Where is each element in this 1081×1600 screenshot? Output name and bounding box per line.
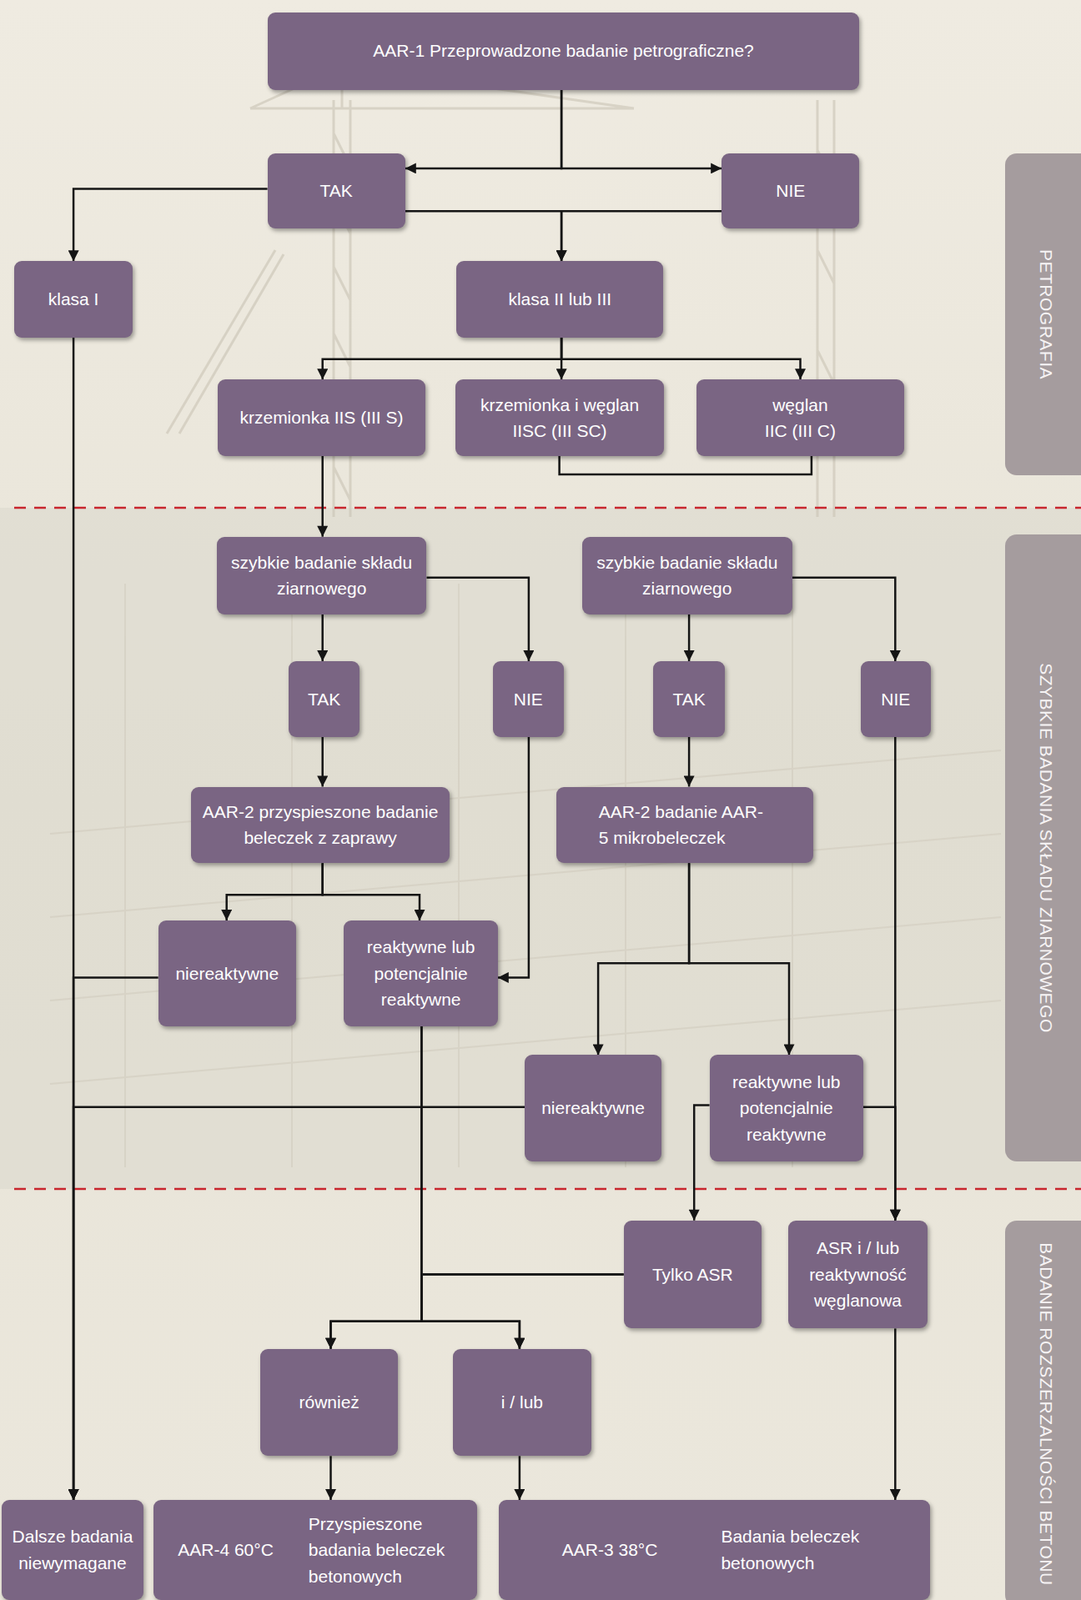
connector <box>405 90 562 169</box>
process-box: ASR i / lub reaktywność węglanowa <box>788 1221 928 1330</box>
process-box: węglan IIC (III C) <box>696 379 906 457</box>
connector <box>427 578 529 662</box>
process-box: Tylko ASR <box>623 1221 762 1330</box>
connector <box>894 737 897 1222</box>
process-box: TAK <box>653 661 725 738</box>
connector <box>73 977 159 1501</box>
process-box: klasa II lub III <box>456 261 664 338</box>
connector <box>226 863 323 921</box>
process-box: niereaktywne <box>524 1055 662 1162</box>
box-text: ASR i / lub reaktywność węglanowa <box>794 1235 921 1315</box>
connector <box>688 737 691 788</box>
connector <box>322 863 420 921</box>
section-title: SZYBKIE BADANIA SKŁADU ZIARNOWEGO <box>1033 663 1061 1034</box>
box-text: TAK <box>320 177 353 205</box>
process-box: AAR-3 38°C Badania beleczek betonowych <box>498 1500 930 1600</box>
box-text: NIE <box>880 686 911 714</box>
connector <box>561 211 722 262</box>
process-box: NIE <box>492 661 564 738</box>
box-text: AAR-1 Przeprowadzone badanie petrografic… <box>372 37 754 65</box>
process-box: klasa I <box>14 261 133 338</box>
connector <box>561 90 722 169</box>
connector <box>894 1328 897 1501</box>
box-text: węglan IIC (III C) <box>761 392 839 445</box>
section-band: PETROGRAFIA <box>1005 153 1081 477</box>
connector <box>321 737 324 788</box>
process-box: reaktywne lub potencjalnie reaktywne <box>709 1055 864 1162</box>
box-text: AAR-2 przyspieszone badanie beleczek z z… <box>197 799 443 852</box>
connector <box>518 1456 522 1501</box>
connector <box>559 456 812 475</box>
box-text: reaktywne lub potencjalnie reaktywne <box>350 934 491 1014</box>
connector <box>421 1026 520 1350</box>
process-box: NIE <box>860 661 931 738</box>
box-text: Tylko ASR <box>652 1262 734 1289</box>
box-text: Badania beleczek betonowych <box>720 1523 867 1577</box>
box-text: niereaktywne <box>541 1095 645 1122</box>
box-text: krzemionka i węglan IISC (III SC) <box>462 392 658 445</box>
connector <box>693 1105 709 1221</box>
connector <box>421 1275 624 1350</box>
process-box: i / lub <box>452 1349 591 1457</box>
connector <box>792 578 896 662</box>
process-box: AAR-4 60°C Przyspieszone badania beleczek… <box>153 1500 478 1600</box>
connector <box>405 211 562 262</box>
section-divider <box>14 507 1081 510</box>
box-text: NIE <box>775 177 805 205</box>
process-box: TAK <box>288 661 359 738</box>
connector <box>73 188 268 262</box>
box-text: Przyspieszone badania beleczek betonowyc… <box>308 1511 453 1591</box>
connector <box>329 1456 332 1501</box>
box-text: AAR-4 60°C <box>177 1537 274 1564</box>
box-text: Dalsze badania niewymagane <box>8 1523 138 1577</box>
box-text: AAR-2 badanie AAR-5 mikrobeleczek <box>598 799 772 852</box>
box-text: TAK <box>672 686 705 714</box>
box-text: klasa I <box>48 286 100 313</box>
section-band: BADANIE ROZSZERZALNOŚCI BETONU <box>1005 1221 1081 1600</box>
process-box: Dalsze badania niewymagane <box>1 1500 145 1600</box>
connector <box>331 1026 423 1350</box>
section-title: BADANIE ROZSZERZALNOŚCI BETONU <box>1033 1242 1061 1586</box>
connector <box>331 1275 624 1350</box>
connector <box>598 863 689 1056</box>
building-grid <box>50 583 1001 1168</box>
connector <box>321 614 324 662</box>
box-text: NIE <box>513 686 544 714</box>
box-text: reaktywne lub potencjalnie reaktywne <box>716 1069 857 1149</box>
section-title: PETROGRAFIA <box>1033 249 1061 380</box>
connector <box>561 337 800 380</box>
process-box: AAR-1 Przeprowadzone badanie petrografic… <box>267 12 860 91</box>
process-box: AAR-2 przyspieszone badanie beleczek z z… <box>191 787 450 865</box>
box-text: klasa II lub III <box>507 286 612 313</box>
process-box: szybkie badanie składu ziarnowego <box>216 537 428 615</box>
process-box: reaktywne lub potencjalnie reaktywne <box>343 920 498 1027</box>
process-box: krzemionka i węglan IISC (III SC) <box>455 379 664 457</box>
box-text: szybkie badanie składu ziarnowego <box>223 549 421 603</box>
process-box: NIE <box>721 153 860 230</box>
connector <box>322 337 562 380</box>
process-box: również <box>260 1349 398 1457</box>
box-text: krzemionka IIS (III S) <box>239 404 403 432</box>
box-text: TAK <box>307 686 341 714</box>
photo-ground <box>0 507 1081 1190</box>
section-band: SZYBKIE BADANIA SKŁADU ZIARNOWEGO <box>1005 534 1081 1162</box>
connector <box>497 737 529 979</box>
connector <box>863 1107 895 1222</box>
process-box: niereaktywne <box>158 920 297 1027</box>
connector <box>688 614 691 662</box>
box-text: niereaktywne <box>175 960 279 988</box>
process-box: TAK <box>267 153 406 230</box>
box-text: również <box>298 1389 359 1417</box>
section-divider <box>14 1188 1081 1192</box>
connector <box>688 863 790 1056</box>
box-text: AAR-3 38°C <box>562 1537 659 1564</box>
process-box: krzemionka IIS (III S) <box>217 379 427 457</box>
box-text: szybkie badanie składu ziarnowego <box>588 549 786 603</box>
process-box: szybkie badanie składu ziarnowego <box>582 537 793 615</box>
process-box: AAR-2 badanie AAR-5 mikrobeleczek <box>556 787 814 865</box>
box-text: i / lub <box>501 1389 544 1417</box>
connector <box>321 456 324 538</box>
